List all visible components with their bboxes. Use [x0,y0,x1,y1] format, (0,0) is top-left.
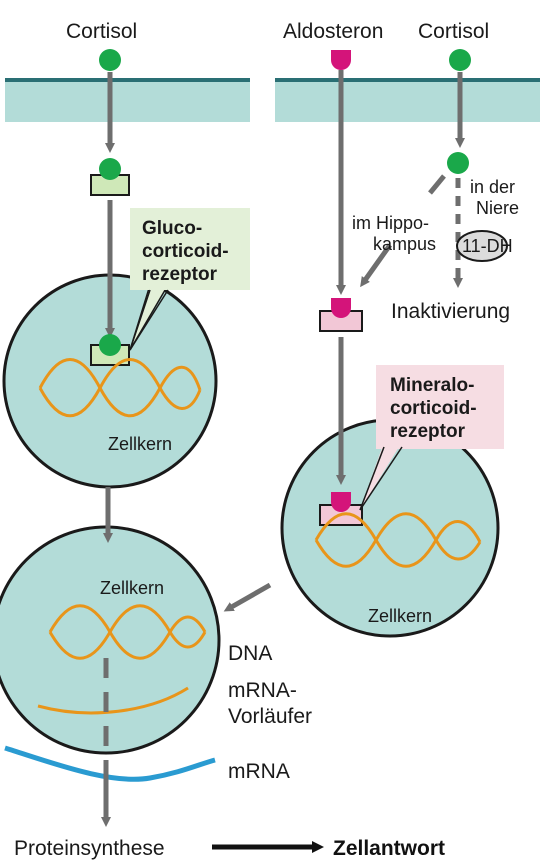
zellkern-label-bottom: Zellkern [100,578,164,598]
mrna-strand [4,745,216,782]
mineralo-label-1: Mineralo- [390,375,474,396]
arrow-hippocampus-2 [360,243,393,288]
cell-membrane-right [275,78,540,122]
dna-helix-right [314,512,482,568]
enzyme-11dh-ellipse [456,230,508,262]
im-hippocampus-label-2: kampus [373,234,436,254]
cortisol-label-right: Cortisol [418,20,489,43]
aldosteron-bound-cytoplasm [331,298,351,318]
proteinsynthese-label: Proteinsynthese [14,837,165,860]
zellkern-label-left: Zellkern [108,434,172,454]
aldosteron-bound-nucleus [331,492,351,512]
in-der-niere-label-2: Niere [476,198,519,218]
cortisol-molecule-left [99,49,121,71]
mineralo-label-3: rezeptor [390,421,466,442]
mrna-vorlaeufer-label-1: mRNA- [228,679,297,702]
cortisol-bound-cytoplasm [99,158,121,180]
aldosteron-molecule [331,50,351,70]
mrna-vorlaeufer-label-2: Vorläufer [228,705,312,728]
mrna-label: mRNA [228,760,290,783]
mrna-precursor-strand [37,686,189,715]
cortisol-bound-nucleus [99,334,121,356]
aldosteron-label: Aldosteron [283,20,383,43]
nucleus-bottom [0,525,221,755]
enzyme-11dh-label: 11-DH [462,236,513,256]
gluco-label-1: Gluco- [142,218,202,239]
mineralo-callout [359,365,504,511]
zellantwort-label: Zellantwort [333,837,445,860]
dna-label: DNA [228,642,272,665]
in-der-niere-label-1: in der [470,177,515,197]
inaktivierung-label: Inaktivierung [391,300,510,323]
zellkern-label-right: Zellkern [368,606,432,626]
cortisol-label-left: Cortisol [66,20,137,43]
dna-helix-left [38,358,202,418]
gluco-label-3: rezeptor [142,264,218,285]
arrow-hippocampus [428,174,446,195]
cortisol-molecule-right [449,49,471,71]
cell-membrane-left [5,78,250,122]
arrow-right-to-bottom-nucleus [223,582,272,612]
im-hippocampus-label-1: im Hippo- [352,213,429,233]
cortisol-molecule-right-mid [447,152,469,174]
mineralo-label-2: corticoid- [390,398,477,419]
gluco-callout [129,208,250,351]
dna-helix-bottom [48,604,207,660]
gluco-label-2: corticoid- [142,241,229,262]
